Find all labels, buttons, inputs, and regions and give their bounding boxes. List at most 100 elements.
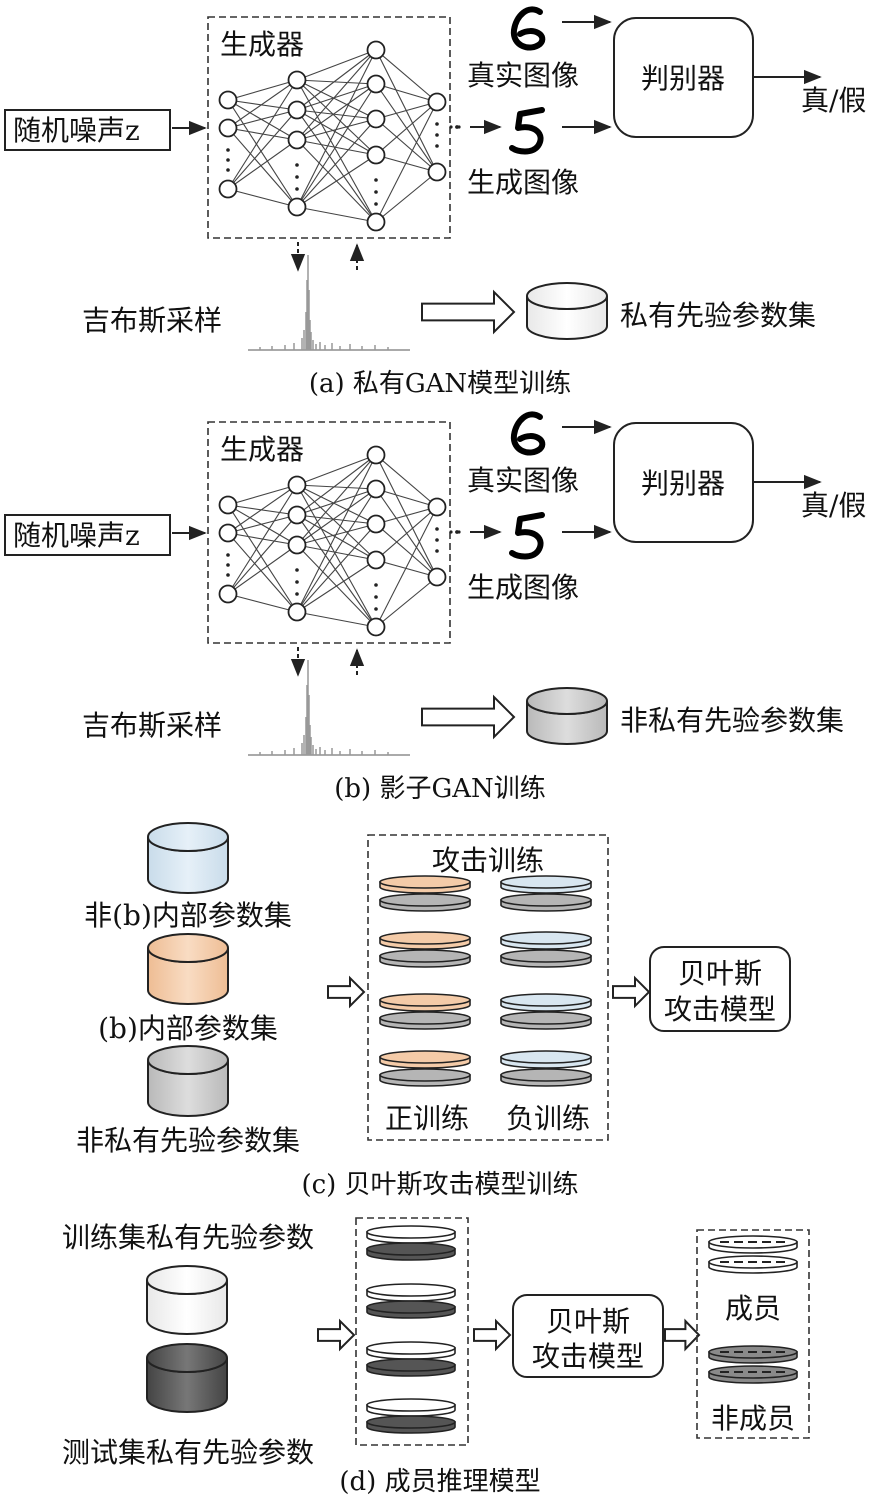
panel-c-model-line2: 攻击模型 [664,993,776,1026]
panel-a-caption: (a) 私有GAN模型训练 [309,369,571,399]
panel-b-nn-edge [375,506,438,628]
panel-a-nn-edge [296,79,377,156]
panel-c-pos-disk-bottom-0 [379,893,471,912]
panel-a-output-label: 真/假 [801,84,866,117]
panel-c-to-model-arrow [612,975,651,1009]
panel-c-db-blue-top [147,822,229,852]
panel-d-nonmember-disk-0 [708,1345,798,1364]
panel-c-pos-disk-top-1 [379,931,471,950]
panel-b-nn-node [287,475,307,495]
panel-d-white-disk-1-face [366,1283,456,1297]
panel-c-pos-disk-bottom-3-face [379,1068,471,1082]
panel-b-nn-node [218,584,238,604]
panel-a-nn-edge [296,83,377,111]
panel-a-sampling-histogram [248,255,410,351]
panel-a-nn-node [287,70,307,90]
panel-a-nn-ellipsis [435,122,439,126]
panel-c-neg-disk-bottom-0-face [500,893,592,907]
panel-a-nn-ellipsis [295,175,299,179]
panel-b-nn-ellipsis [374,595,378,599]
panel-d-dark-disk-2-face [366,1358,456,1372]
panel-b-nn-edge [296,611,377,628]
panel-a-nn-node [287,130,307,150]
panel-c-model-line1: 贝叶斯 [678,957,762,990]
panel-b-nn-node [287,535,307,555]
panel-a-nn-ellipsis [295,163,299,167]
panel-b-nn-edge [296,454,377,546]
panel-d-white-disk-0-face [366,1225,456,1239]
panel-a-nn-edge [375,101,438,223]
panel-c-neg-disk-top-1 [500,931,592,950]
panel-b-nn-edge [296,559,377,613]
panel-a-nn-node [366,74,386,94]
panel-b-nn-ellipsis [226,553,230,557]
panel-d-dark-disk-3-face [366,1415,456,1429]
panel-a-nn-node [218,118,238,138]
panel-a-to-dataset-arrow [421,289,516,335]
panel-a-nn-ellipsis [226,148,230,152]
panel-b-sampling-histogram [248,660,410,756]
panel-a-nn-node [366,145,386,165]
panel-d-dark-disk-1 [366,1300,456,1319]
panel-c-training-box [367,834,609,1141]
panel-c-neg-disk-top-2-face [500,993,592,1007]
panel-b-out-dot [457,530,461,534]
panel-b-discriminator-label: 判别器 [641,467,725,500]
panel-c: 非(b)内部参数集(b)内部参数集非私有先验参数集攻击训练正训练负训练贝叶斯攻击… [76,822,791,1200]
panel-d-dark-disk-1-face [366,1300,456,1314]
panel-a-out-dot [449,125,453,129]
panel-a-nn-edge [296,206,377,223]
panel-b-nn-ellipsis [374,607,378,611]
panel-a-nn-edge [227,109,298,129]
panel-b-noise-box [4,514,171,556]
panel-a-noise-label: 随机噪声z [13,114,140,147]
panel-c-db-gray [147,1045,229,1117]
panel-c-db-non-internal-label: 非(b)内部参数集 [84,899,292,932]
panel-b-nn-node [287,602,307,622]
panel-a-nn-edge [296,109,377,223]
panel-c-pos-disk-top-0 [379,875,471,894]
panel-c-pos-disk-bottom-2 [379,1011,471,1030]
panel-c-pos-disk-top-2 [379,993,471,1012]
panel-b-nn-edge [375,506,438,525]
panel-d-member-label: 成员 [725,1292,781,1325]
panel-b-nn-node [218,523,238,543]
panel-c-neg-disk-top-1-face [500,931,592,945]
panel-a-nn-edge [296,83,377,208]
panel-b-nn-edge [227,484,298,534]
panel-c-negative-label: 负训练 [506,1102,590,1135]
panel-b-nn-node [218,495,238,515]
panel-d-member-disk-0 [708,1235,798,1254]
panel-b-nn-edge [375,454,438,508]
panel-d-white-disk-3-face [366,1398,456,1412]
panel-a-sampling-label: 吉布斯采样 [82,304,222,337]
panel-a-nn-edge [296,79,377,223]
panel-c-pos-disk-top-0-face [379,875,471,889]
panel-a-nn-ellipsis [374,178,378,182]
panel-b-sampling-label: 吉布斯采样 [82,709,222,742]
panel-b-nn-edge [296,484,377,525]
panel-b-noise-label: 随机噪声z [13,519,140,552]
panel-b-nn-edge [296,488,377,546]
panel-b-nn-edge [296,484,377,490]
panel-a-nn-edge [296,154,377,208]
panel-a-dataset-label: 私有先验参数集 [620,299,816,332]
panel-a-nn-node [427,162,447,182]
panel-b-nn-ellipsis [435,549,439,553]
panel-b-nn-edge [227,504,298,546]
panel-b-dataset-cylinder-top [526,687,608,715]
panel-a-nn-node [366,40,386,60]
panel-a-real-image-label: 真实图像 [467,59,579,92]
panel-b-nn-ellipsis [226,573,230,577]
panel-d-train-cylinder [146,1265,228,1335]
panel-a-nn-node [287,197,307,217]
panel-a-nn-edge [375,101,438,120]
panel-b-real-image-label: 真实图像 [467,464,579,497]
panel-b-nn-edge [227,514,298,595]
panel-d-model-line2: 攻击模型 [532,1340,644,1373]
panel-a-nn-edge [375,83,438,103]
panel-c-neg-disk-top-2 [500,993,592,1012]
panel-b-nn-edge [296,514,377,628]
panel-d-to-stack-arrow [317,1318,356,1352]
panel-a-nn-ellipsis [435,133,439,137]
